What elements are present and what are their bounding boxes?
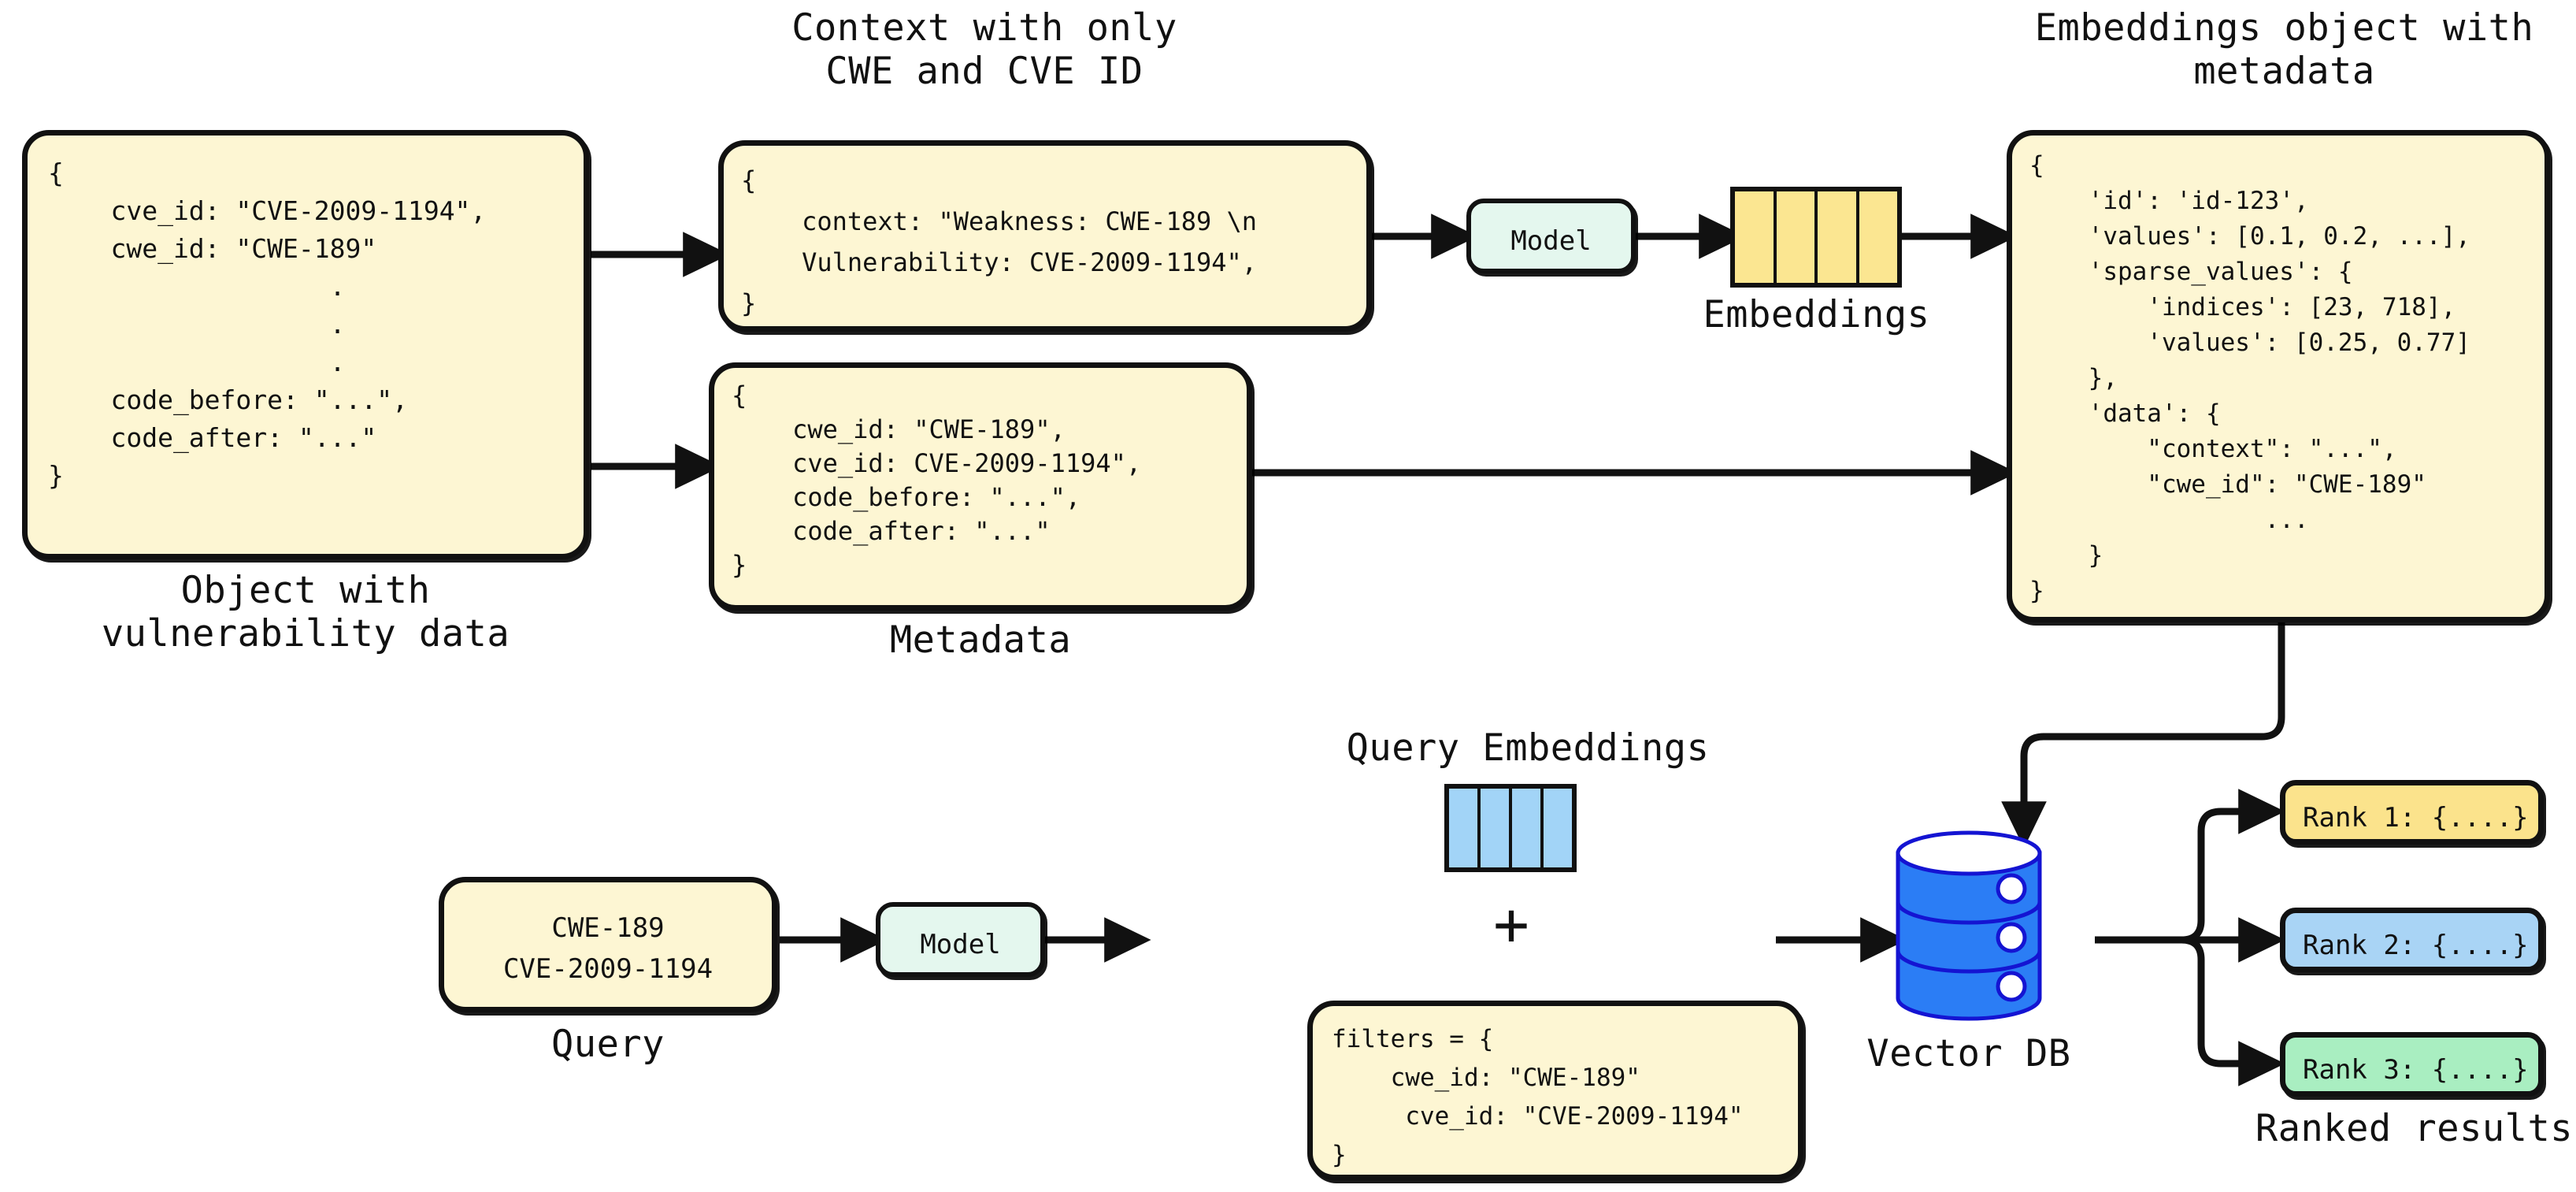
model-top-node[interactable]: Model [1466,199,1636,273]
vector-db-label: Vector DB [1866,1032,2071,1075]
rank-result-1-label: Rank 1: {....} [2303,802,2529,834]
rank-result-3-label: Rank 3: {....} [2303,1054,2529,1086]
embeddings-object-box: { 'id': 'id-123', 'values': [0.1, 0.2, .… [2007,130,2550,622]
rank-result-3[interactable]: Rank 3: {....} [2280,1032,2544,1097]
query-embedding-cell [1449,789,1477,867]
query-embedding-cell [1481,789,1509,867]
embedding-cell [1776,191,1814,283]
query-box-code: CWE-189 CVE-2009-1194 [502,912,713,985]
metadata-object-box: { cwe_id: "CWE-189", cve_id: CVE-2009-11… [709,362,1252,611]
query-caption: Query [551,1023,665,1066]
metadata-object-code: { cwe_id: "CWE-189", cve_id: CVE-2009-11… [732,381,1142,580]
arrow-vectordb-to-rank1 [2095,789,2285,944]
embeddings-strip [1730,187,1902,288]
query-embeddings-heading: Query Embeddings [1346,726,1710,770]
rank-result-2-label: Rank 2: {....} [2303,930,2529,961]
model-bottom-node[interactable]: Model [876,902,1045,977]
embeddings-object-code: { 'id': 'id-123', 'values': [0.1, 0.2, .… [2029,151,2470,605]
context-object-box: { context: "Weakness: CWE-189 \n Vulnera… [718,140,1372,332]
embedding-cell [1735,191,1774,283]
metadata-caption: Metadata [889,618,1072,662]
source-object-caption: Object with vulnerability data [101,569,510,656]
arrow-object-to-vectordb [2001,622,2285,849]
rank-result-2[interactable]: Rank 2: {....} [2280,908,2544,972]
embeddings-strip-label: Embeddings [1703,293,1930,336]
embedding-cell [1859,191,1897,283]
model-top-label: Model [1510,225,1592,257]
query-embeddings-strip [1444,784,1577,872]
source-object-box: { cve_id: "CVE-2009-1194", cwe_id: "CWE-… [22,130,589,559]
query-embedding-cell [1544,789,1572,867]
context-heading: Context with only CWE and CVE ID [791,6,1177,94]
ranked-results-caption: Ranked results [2255,1107,2574,1150]
plus-icon: + [1493,889,1529,959]
embeddings-object-heading: Embeddings object with metadata [2034,6,2534,94]
filters-box: filters = { cwe_id: "CWE-189" cve_id: "C… [1307,1001,1803,1180]
source-object-code: { cve_id: "CVE-2009-1194", cwe_id: "CWE-… [48,158,487,491]
rank-result-1[interactable]: Rank 1: {....} [2280,780,2544,845]
vector-db-icon [1890,827,2048,1024]
filters-code: filters = { cwe_id: "CWE-189" cve_id: "C… [1332,1025,1744,1169]
arrow-vectordb-to-rank3 [2095,936,2285,1086]
query-box: CWE-189 CVE-2009-1194 [439,877,777,1012]
context-object-code: { context: "Weakness: CWE-189 \n Vulnera… [741,165,1258,318]
model-bottom-label: Model [920,929,1001,960]
query-embedding-cell [1512,789,1540,867]
embedding-cell [1818,191,1856,283]
